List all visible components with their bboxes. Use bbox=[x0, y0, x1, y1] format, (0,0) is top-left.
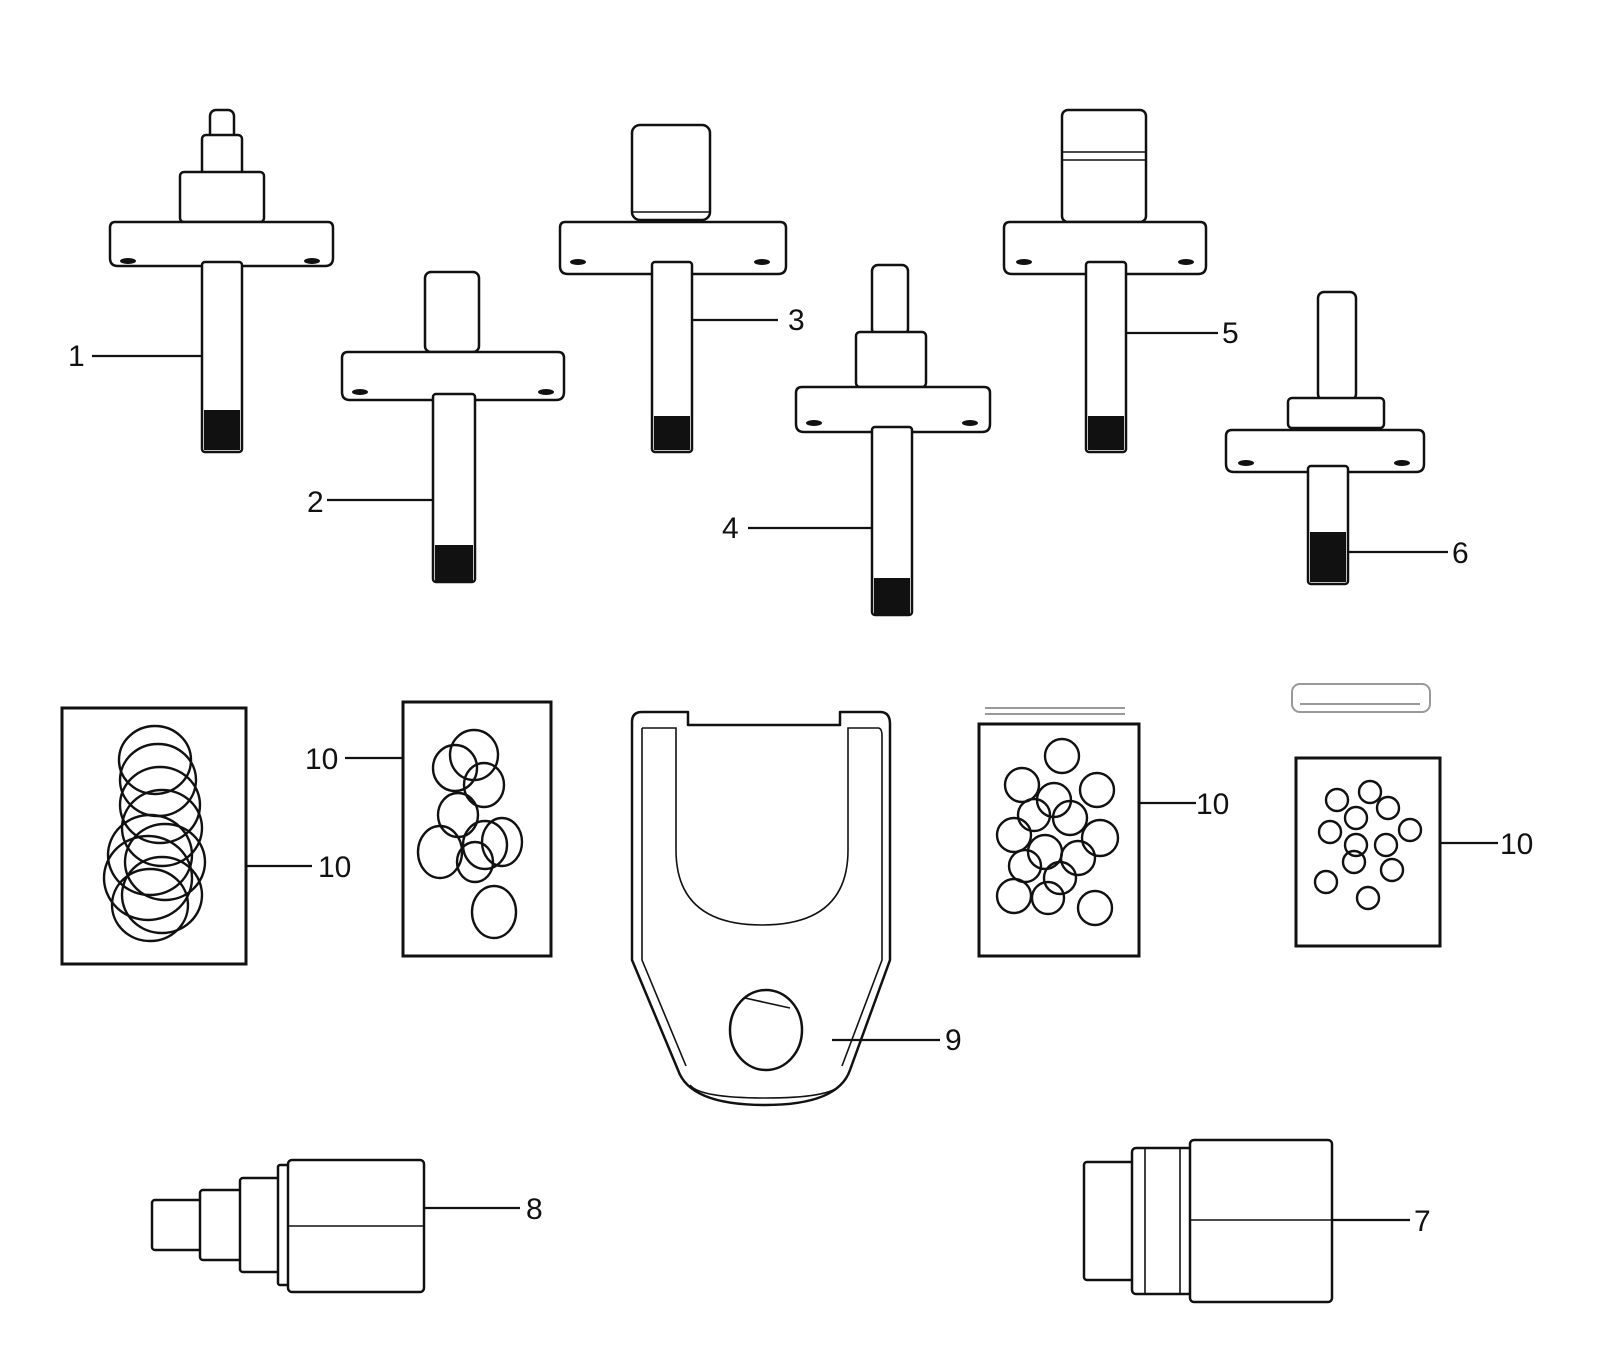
o-ring-box-tiny: 10 bbox=[1291, 683, 1533, 948]
callout-1: 1 bbox=[68, 340, 85, 373]
part-1-adapter: 1 bbox=[68, 108, 335, 454]
callout-10-box-2: 10 bbox=[305, 743, 338, 776]
callout-8: 8 bbox=[526, 1193, 543, 1226]
o-ring-box-medium: 10 bbox=[305, 700, 553, 958]
part-7-fitting: 7 bbox=[1082, 1138, 1431, 1304]
part-5-adapter: 5 bbox=[1002, 108, 1239, 454]
callout-6: 6 bbox=[1452, 537, 1469, 570]
callout-10-box-1: 10 bbox=[318, 851, 351, 884]
callout-9: 9 bbox=[945, 1024, 962, 1057]
part-4-adapter: 4 bbox=[722, 263, 992, 617]
part-3-adapter: 3 bbox=[558, 123, 805, 454]
o-ring-box-small: 10 bbox=[977, 707, 1229, 958]
part-2-adapter: 2 bbox=[307, 270, 566, 584]
callout-7: 7 bbox=[1414, 1205, 1431, 1238]
part-9-fork-wrench: 9 bbox=[630, 710, 962, 1107]
callout-2: 2 bbox=[307, 486, 324, 519]
callout-5: 5 bbox=[1222, 317, 1239, 350]
callout-4: 4 bbox=[722, 512, 739, 545]
callout-10-box-3: 10 bbox=[1196, 788, 1229, 821]
part-6-adapter: 6 bbox=[1224, 290, 1469, 586]
o-ring-box-large: 10 bbox=[60, 706, 351, 966]
callout-10-box-4: 10 bbox=[1500, 828, 1533, 861]
part-8-fitting: 8 bbox=[150, 1158, 543, 1294]
callout-3: 3 bbox=[788, 304, 805, 337]
